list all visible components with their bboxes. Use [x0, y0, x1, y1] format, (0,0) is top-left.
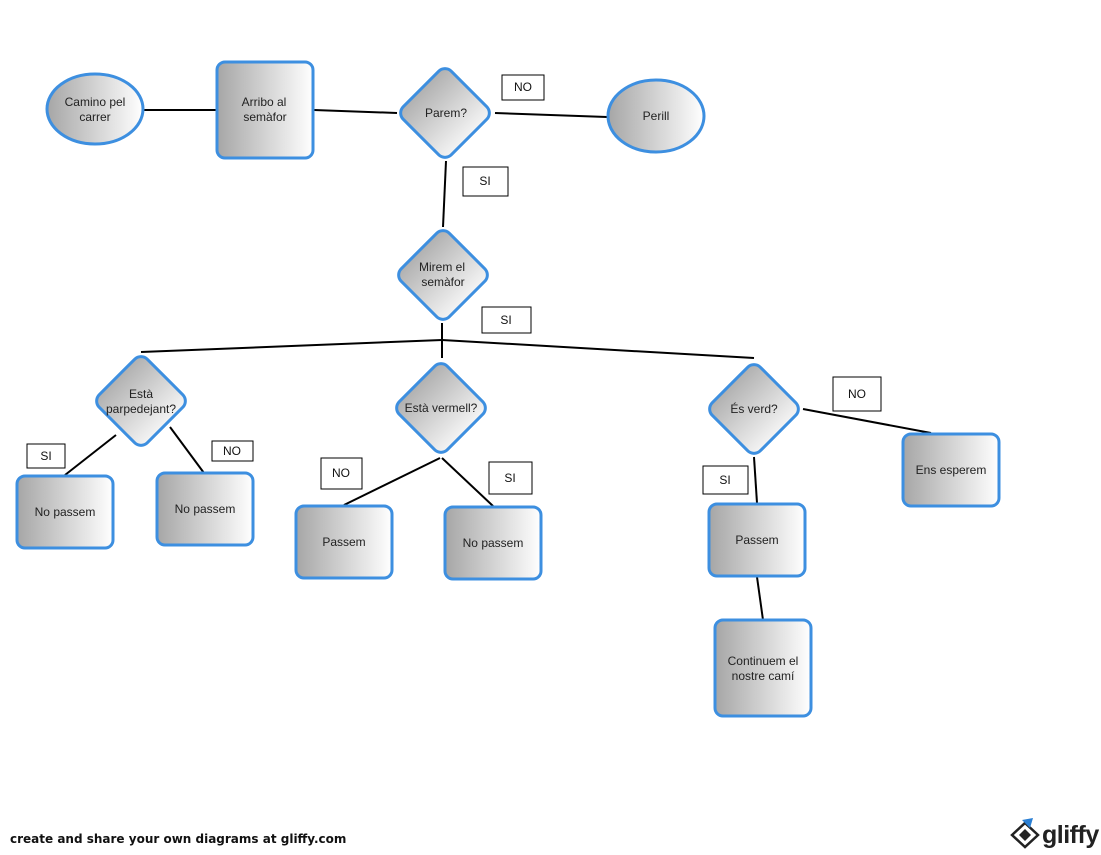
label-vermell-si: SI [488, 461, 533, 495]
svg-text:nostre camí: nostre camí [732, 669, 795, 683]
node-arribo-al-semafor[interactable]: Arribo al semàfor [215, 60, 315, 160]
gliffy-logo-text: gliffy [1042, 820, 1099, 849]
decision-mirem-el-semafor[interactable]: Mirem el semàfor [395, 227, 491, 323]
label-vermell-no: NO [320, 457, 363, 490]
connectors [64, 109, 932, 621]
svg-text:Passem: Passem [322, 535, 365, 549]
svg-text:NO: NO [223, 444, 241, 458]
svg-text:semàfor: semàfor [243, 110, 286, 124]
label-parpadeja-si: SI [26, 443, 66, 469]
label-parpadeja-no: NO [211, 440, 254, 462]
svg-text:No passem: No passem [175, 502, 236, 516]
svg-text:SI: SI [719, 473, 730, 487]
svg-text:Passem: Passem [735, 533, 778, 547]
svg-text:Continuem el: Continuem el [728, 654, 799, 668]
decision-parem[interactable]: Parem? [397, 65, 493, 161]
svg-text:No passem: No passem [463, 536, 524, 550]
node-passem-1[interactable]: Passem [294, 504, 394, 580]
edge-parpadeja-nopassem2 [169, 426, 205, 474]
label-verd-si: SI [702, 465, 749, 495]
edge-arribo-parem [313, 109, 398, 114]
edge-parem-perill [494, 112, 608, 118]
node-camino-pel-carrer[interactable]: Camino pel carrer [45, 72, 145, 146]
svg-text:Ens esperem: Ens esperem [916, 463, 987, 477]
svg-text:Està vermell?: Està vermell? [405, 401, 478, 415]
svg-text:No passem: No passem [35, 505, 96, 519]
svg-text:SI: SI [504, 471, 515, 485]
edge-junction-parpadeja [140, 339, 443, 353]
edge-vermell-nopassem3 [441, 457, 494, 507]
svg-text:SI: SI [40, 449, 51, 463]
label-parem-si: SI [462, 166, 509, 197]
edge-labels: NO SI SI SI NO NO SI NO [26, 74, 882, 495]
edge-vermell-passem1 [343, 457, 441, 506]
svg-text:Parem?: Parem? [425, 106, 467, 120]
node-no-passem-3[interactable]: No passem [443, 505, 543, 581]
svg-text:carrer: carrer [79, 110, 110, 124]
label-mirem-si: SI [481, 306, 532, 334]
node-no-passem-1[interactable]: No passem [15, 474, 115, 550]
node-continuem-el-nostre-cami[interactable]: Continuem el nostre camí [713, 618, 813, 718]
label-parem-no: NO [501, 74, 545, 101]
svg-text:NO: NO [514, 80, 532, 94]
decision-esta-parpadejant[interactable]: Està parpedejant? [93, 353, 189, 449]
edge-parem-mirem [442, 160, 447, 228]
edge-junction-verd [441, 339, 755, 359]
svg-text:SI: SI [500, 313, 511, 327]
decision-es-verd[interactable]: És verd? [706, 361, 802, 457]
node-ens-esperem[interactable]: Ens esperem [901, 432, 1001, 508]
label-verd-no: NO [832, 376, 882, 412]
node-passem-2[interactable]: Passem [707, 502, 807, 578]
edge-parpadeja-nopassem1 [64, 434, 117, 476]
svg-text:És verd?: És verd? [730, 401, 778, 416]
svg-text:semàfor: semàfor [421, 275, 464, 289]
svg-text:Està: Està [129, 387, 153, 401]
svg-text:NO: NO [332, 466, 350, 480]
edge-verd-esperem [802, 408, 932, 434]
footer-credit[interactable]: create and share your own diagrams at gl… [10, 832, 347, 846]
svg-text:Perill: Perill [643, 109, 670, 123]
edge-passem2-continuem [756, 576, 764, 621]
svg-text:Mirem el: Mirem el [419, 260, 465, 274]
svg-text:parpedejant?: parpedejant? [106, 402, 176, 416]
gliffy-logo-icon [1010, 817, 1040, 854]
svg-text:Camino pel: Camino pel [65, 95, 126, 109]
svg-text:SI: SI [479, 174, 490, 188]
node-no-passem-2[interactable]: No passem [155, 471, 255, 547]
edge-verd-passem2 [753, 456, 758, 504]
svg-text:NO: NO [848, 387, 866, 401]
node-perill[interactable]: Perill [606, 78, 706, 154]
nodes: Camino pel carrer Perill Arribo al semàf… [15, 60, 1001, 718]
decision-esta-vermell[interactable]: Està vermell? [393, 360, 489, 456]
gliffy-logo[interactable]: gliffy [1010, 817, 1099, 854]
svg-text:Arribo al: Arribo al [242, 95, 287, 109]
